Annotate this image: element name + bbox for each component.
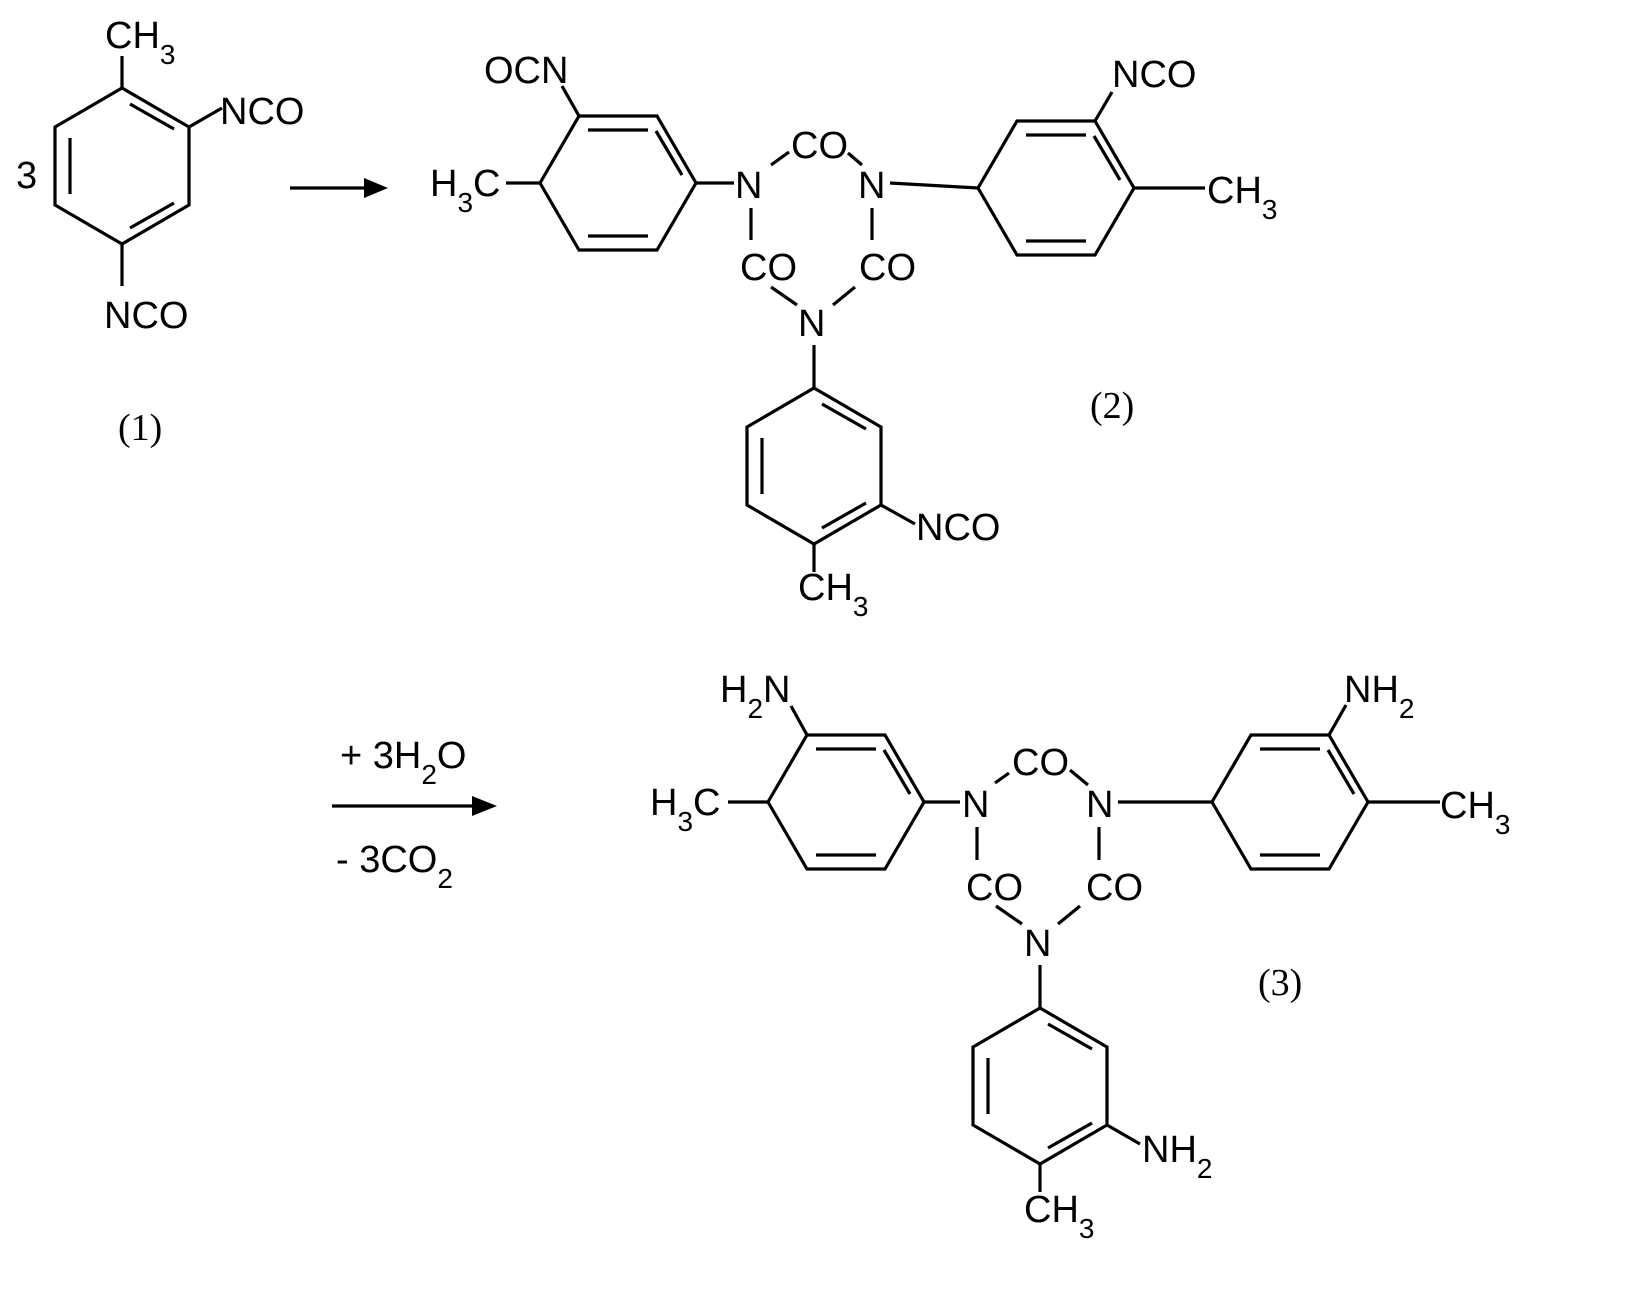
compound-3-right-amine: NH2 [1344,669,1414,724]
compound-1-nco-para: NCO [104,295,188,337]
compound-3-left-aryl-ring [768,735,924,869]
compound-1-ring-position: 3 [16,155,37,197]
compound-3-co-top: CO [1012,742,1069,784]
compound-2-bottom-isocyanate: NCO [916,507,1000,549]
compound-2-bottom-nco-bond [881,505,915,524]
compound-1-methyl: CH3 [105,15,175,70]
arrow-2-to-3: + 3H2O - 3CO2 [332,735,497,894]
compound-3-right-methyl: CH3 [1440,785,1510,840]
compound-1: CH3 NCO NCO 3 (1) [16,15,304,449]
compound-3: H2N H3C N N N CO CO CO NH2 CH3 [650,669,1510,1244]
compound-2-left-methyl: H3C [430,163,500,218]
compound-3-n-bottom: N [1024,923,1051,965]
reagent-added: + 3H2O [340,735,466,790]
compound-2-right-isocyanate: NCO [1112,54,1196,96]
compound-3-left-methyl: H3C [650,782,720,837]
compound-3-n-left: N [962,784,989,826]
compound-2-label: (2) [1090,385,1134,427]
compound-3-bottom-amine: NH2 [1142,1129,1212,1184]
compound-2-left-isocyanate: OCN [484,50,568,92]
compound-3-bottom-amine-bond [1107,1125,1140,1144]
compound-3-right-aryl-ring [1212,735,1368,869]
compound-2-co-left: CO [740,247,797,289]
byproduct-removed: - 3CO2 [336,839,453,894]
compound-3-left-amine: H2N [720,669,790,724]
compound-2-triazine: N N N CO CO CO [735,125,916,345]
compound-2-n-left: N [735,165,762,207]
compound-3-bottom-methyl: CH3 [1024,1189,1094,1244]
compound-2-n-right: N [858,165,885,207]
compound-1-nco-ortho-bond [189,108,222,127]
arrow-1-to-2 [290,178,388,198]
compound-2-n-bottom: N [798,303,825,345]
compound-2: OCN H3C N N N CO CO CO NCO CH3 [430,50,1277,622]
compound-2-co-top: CO [791,125,848,167]
compound-2-bottom-methyl: CH3 [798,567,868,622]
compound-1-label: (1) [118,407,162,449]
compound-2-right-methyl: CH3 [1207,170,1277,225]
compound-2-right-n-bond [890,183,978,188]
compound-3-co-right: CO [1086,867,1143,909]
compound-2-right-aryl-ring [978,121,1134,255]
compound-3-co-left: CO [966,867,1023,909]
compound-2-left-aryl-ring [540,116,696,250]
compound-2-co-right: CO [859,247,916,289]
compound-2-right-nco-bond [1095,92,1112,121]
compound-2-bottom-aryl-ring [747,388,881,544]
compound-3-triazine: N N N CO CO CO [962,742,1143,965]
compound-3-label: (3) [1258,962,1302,1004]
compound-1-nco-ortho: NCO [220,91,304,133]
compound-1-ring [55,88,189,244]
compound-3-bottom-aryl-ring [973,1008,1107,1164]
compound-3-left-amine-bond [791,706,807,735]
compound-3-n-right: N [1086,784,1113,826]
